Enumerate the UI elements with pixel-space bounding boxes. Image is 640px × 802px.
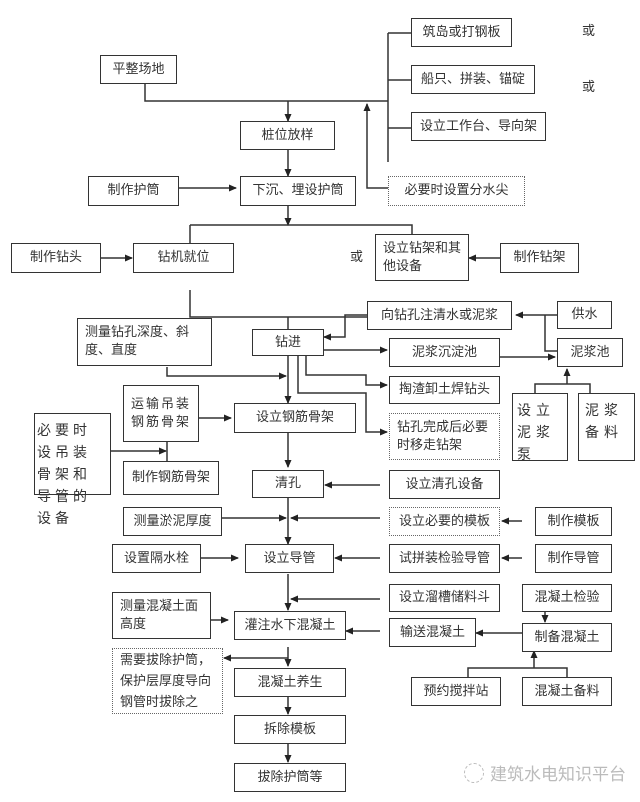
- or-label: 或: [582, 24, 596, 39]
- box-mud-pump: 设立泥浆泵: [512, 393, 568, 463]
- connector: [305, 356, 388, 389]
- box-prepare-concrete: 制备混凝土: [522, 623, 612, 652]
- connector: [387, 32, 411, 162]
- box-convey-concrete: 输送混凝土: [389, 618, 476, 647]
- connector: [467, 651, 568, 677]
- connector: [534, 369, 591, 393]
- box-pour-concrete: 灌注水下混凝土: [234, 611, 346, 640]
- box-work-platform: 设立工作台、导向架: [411, 112, 546, 141]
- box-lifting-equipment: 必要时设吊装骨架和导管的设备: [34, 413, 111, 527]
- connector: [363, 103, 388, 189]
- box-make-conduit: 制作导管: [535, 544, 612, 573]
- box-water-supply: 供水: [557, 301, 612, 329]
- box-mud-materials: 泥浆备料: [578, 393, 635, 461]
- connector: [144, 83, 388, 102]
- box-drill-in-place: 钻机就位: [133, 243, 234, 273]
- or-label: 或: [582, 80, 596, 95]
- watermark: 建筑水电知识平台: [464, 760, 626, 785]
- box-measure-drill-hole: 测量钻孔深度、斜度、直度: [77, 318, 212, 366]
- box-sink-casing: 下沉、埋设护筒: [240, 176, 356, 206]
- box-clean-hole: 清孔: [252, 470, 324, 498]
- box-concrete-curing: 混凝土养生: [234, 668, 346, 697]
- box-settling-tank: 泥浆沉淀池: [389, 338, 500, 367]
- box-drill-frame-setup: 设立钻架和其他设备: [375, 234, 469, 281]
- box-casing-removal-note: 需要拔除护筒，保护层厚度导向钢管时拔除之: [112, 648, 223, 714]
- box-water-plug: 设置隔水栓: [112, 544, 201, 573]
- box-clean-equipment: 设立清孔设备: [389, 470, 500, 499]
- box-concrete-inspection: 混凝土检验: [522, 584, 612, 612]
- box-ship-assembly: 船只、拼装、锚碇: [411, 65, 535, 94]
- box-inject-water: 向钻孔注清水或泥浆: [367, 301, 512, 330]
- box-test-conduit: 试拼装检验导管: [389, 544, 500, 573]
- box-pile-layout: 桩位放样: [240, 121, 335, 150]
- box-make-casing: 制作护筒: [88, 176, 179, 206]
- wechat-icon: [464, 762, 484, 783]
- connector: [166, 367, 287, 380]
- box-make-formwork: 制作模板: [535, 507, 612, 536]
- box-remove-drill-frame: 钻孔完成后必要时移走钻架: [389, 413, 500, 460]
- connector: [544, 315, 557, 352]
- box-build-island: 筑岛或打钢板: [411, 18, 512, 47]
- box-necessary-formwork: 设立必要的模板: [389, 507, 500, 536]
- box-remove-formwork: 拆除模板: [234, 715, 346, 744]
- box-measure-sludge: 测量淤泥厚度: [123, 507, 222, 536]
- connector: [297, 356, 388, 436]
- box-make-drill-frame: 制作钻架: [500, 243, 579, 273]
- box-set-conduit: 设立导管: [245, 544, 334, 573]
- watermark-text: 建筑水电知识平台: [490, 765, 626, 785]
- box-make-drill-bit: 制作钻头: [11, 243, 101, 273]
- box-measure-concrete-level: 测量混凝土面高度: [112, 592, 211, 639]
- box-remove-debris: 掏渣卸土焊钻头: [389, 376, 500, 404]
- box-make-rebar-cage: 制作钢筋骨架: [123, 461, 219, 495]
- box-book-mixing-plant: 预约搅拌站: [411, 677, 501, 706]
- box-transport-rebar: 运输吊装钢筋骨架: [123, 385, 199, 442]
- box-remove-casing: 拔除护筒等: [234, 763, 346, 792]
- box-water-splitter: 必要时设置分水尖: [388, 176, 525, 206]
- connector: [323, 314, 367, 341]
- or-label: 或: [350, 250, 364, 265]
- box-hopper: 设立溜槽储料斗: [389, 584, 500, 612]
- box-concrete-materials: 混凝土备料: [522, 677, 612, 706]
- box-set-rebar-cage: 设立钢筋骨架: [234, 403, 356, 433]
- box-level-site: 平整场地: [100, 55, 177, 84]
- box-mud-pit: 泥浆池: [557, 338, 623, 367]
- box-drilling: 钻进: [252, 329, 324, 356]
